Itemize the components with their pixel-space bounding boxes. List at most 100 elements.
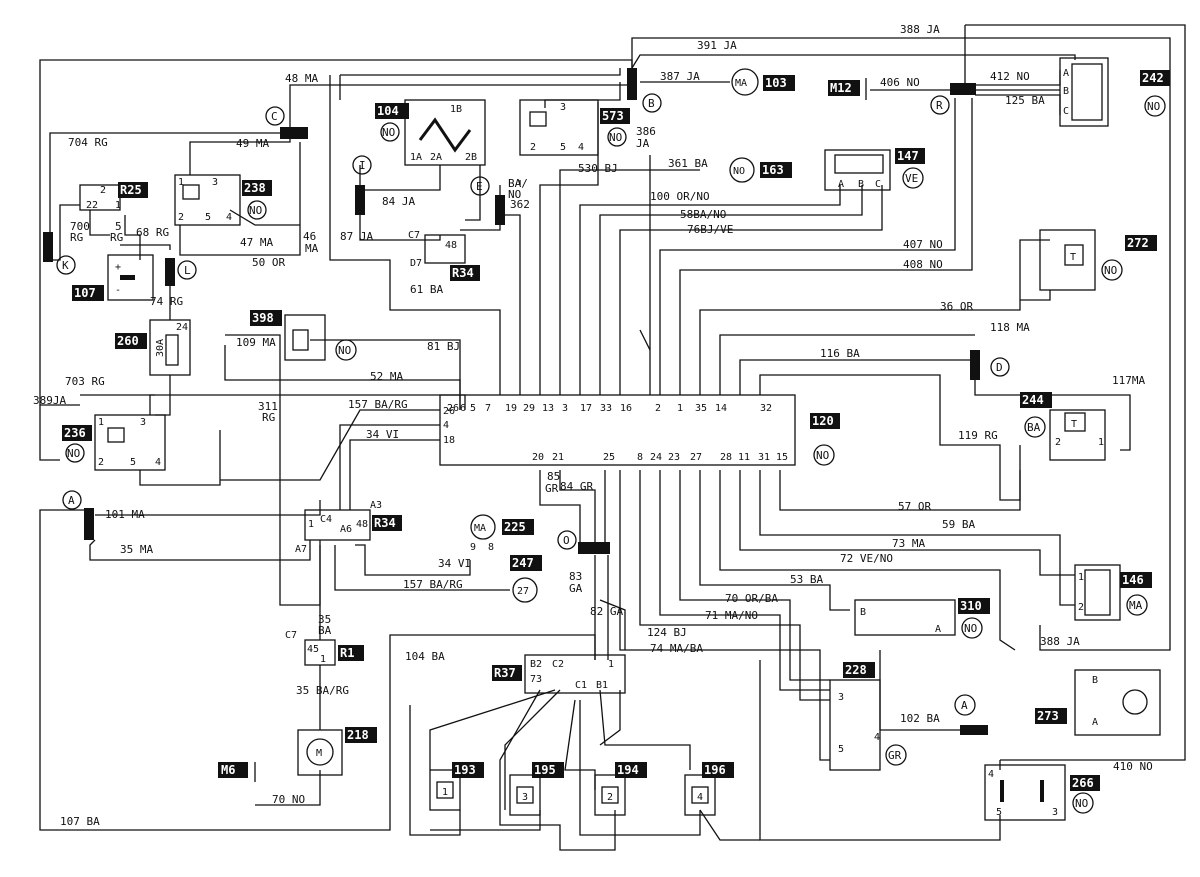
svg-text:4: 4 [155,457,161,468]
color-272: NO [1104,264,1117,277]
svg-text:A: A [838,179,844,190]
svg-text:48: 48 [445,240,457,251]
svg-text:+: + [115,262,121,273]
color-398: NO [338,344,351,357]
svg-text:B: B [858,179,864,190]
wire-52ma: 52 MA [370,370,403,383]
svg-text:48: 48 [356,519,368,530]
component-228-label: 228 [845,663,867,677]
svg-text:1B: 1B [450,104,462,115]
wire-49ma: 49 MA [236,137,269,150]
svg-text:C1: C1 [575,680,587,691]
wire-700-rg: RG [70,231,83,244]
svg-text:C2: C2 [552,659,564,670]
wire-387ja: 387 JA [660,70,700,83]
connector-l: L [184,264,191,277]
wire-157barg-lower: 157 BA/RG [403,578,463,591]
svg-text:M: M [316,748,322,759]
wire-73ma: 73 MA [892,537,925,550]
svg-text:3: 3 [1052,807,1058,818]
wire-68rg: 68 RG [136,226,169,239]
wire-35: 35 [318,613,331,626]
connector-b: B [648,97,655,110]
svg-text:45: 45 [307,644,319,655]
wire-410no: 410 NO [1113,760,1153,773]
wire-57or: 57 OR [898,500,931,513]
svg-text:T: T [1071,419,1077,430]
component-194-label: 194 [617,763,639,777]
svg-text:C7: C7 [285,630,297,641]
svg-text:3: 3 [212,177,218,188]
svg-text:30A: 30A [155,339,166,357]
component-103-label: 103 [765,76,787,90]
component-146-label: 146 [1122,573,1144,587]
svg-text:24: 24 [176,322,188,333]
svg-text:2: 2 [178,212,184,223]
svg-text:B2: B2 [530,659,542,670]
wire-100-orno: 100 OR/NO [650,190,710,203]
ecu-120-pin-top: 19 [505,403,517,414]
connector-c: C [271,110,278,123]
connector-e: E [476,180,483,193]
ecu-120-pin-bottom: 21 [552,452,564,463]
svg-text:4: 4 [988,769,994,780]
wire-83: 83 [569,570,582,583]
component-266-label: 266 [1072,776,1094,790]
connector-i: I [359,159,366,172]
wire-74rg: 74 RG [150,295,183,308]
connector-o: O [563,534,570,547]
wire-35-ba: BA [318,624,332,637]
svg-text:4: 4 [697,792,703,803]
wire-34vi-lower: 34 VI [438,557,471,570]
svg-text:3: 3 [560,102,566,113]
wire-81bj: 81 BJ [427,340,460,353]
connector-r: R [936,99,943,112]
wire-labels: 388 JA 391 JA 48 MA 387 JA 406 NO 412 NO… [33,23,1153,828]
svg-text:B: B [860,607,866,618]
ecu-120-pin-top: 29 [523,403,535,414]
color-310: NO [964,622,977,635]
wire-386-ja: JA [636,137,650,150]
svg-text:2: 2 [607,792,613,803]
svg-text:A6: A6 [340,524,352,535]
wire-58bano: 58BA/NO [680,208,726,221]
svg-text:C: C [875,179,881,190]
svg-text:1A: 1A [410,152,422,163]
relay-r34-top-label: R34 [452,266,474,280]
wire-391ja: 391 JA [697,39,737,52]
component-244-label: 244 [1022,393,1044,407]
wire-109ma: 109 MA [236,336,276,349]
wire-70no: 70 NO [272,793,305,806]
svg-text:2B: 2B [465,152,477,163]
ecu-120-pin-top: 17 [580,403,592,414]
wire-117ma: 117MA [1112,374,1145,387]
ecu-120-pin-bottom: 11 [738,452,750,463]
wire-408no: 408 NO [903,258,943,271]
wire-85-gr: GR [545,482,559,495]
relay-r25-label: R25 [120,183,142,197]
ecu-120-pin-top: 16 [620,403,632,414]
ecu-120-pin-top: 5 [470,403,476,414]
component-273-label: 273 [1037,709,1059,723]
color-120: NO [816,449,829,462]
svg-text:3: 3 [140,417,146,428]
wire-85: 85 [547,470,560,483]
wire-53ba: 53 BA [790,573,823,586]
wire-386: 386 [636,125,656,138]
component-236-label: 236 [64,426,86,440]
component-272-label: 272 [1127,236,1149,250]
svg-text:NO: NO [733,166,745,177]
svg-text:4: 4 [874,732,880,743]
wire-389ja: 389JA [33,394,66,407]
wire-70orba: 70 OR/BA [725,592,778,605]
ecu-120-pin-bottom: 28 [720,452,732,463]
ecu-120-pin-top: 33 [600,403,612,414]
wire-361ba: 361 BA [668,157,708,170]
wire-104ba: 104 BA [405,650,445,663]
wire-703rg: 703 RG [65,375,105,388]
ecu-120-pin-left: 18 [443,435,455,446]
wire-84ja: 84 JA [382,195,415,208]
ecu-120-pin-top: 35 [695,403,707,414]
svg-text:2: 2 [1055,437,1061,448]
